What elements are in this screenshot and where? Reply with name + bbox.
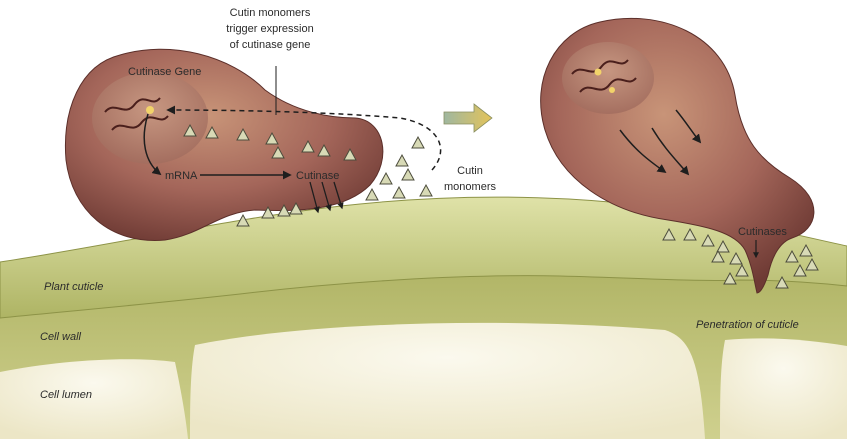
cell-wall-label: Cell wall bbox=[40, 331, 82, 343]
trigger-label-line1: Cutin monomers bbox=[230, 7, 311, 19]
spore-right-nucleus bbox=[562, 42, 654, 114]
cutin-monomers-label-line1: Cutin bbox=[457, 165, 483, 177]
cutinase-gene-spot bbox=[146, 106, 154, 114]
cutinase-label: Cutinase bbox=[296, 170, 339, 182]
plant-cuticle-label: Plant cuticle bbox=[44, 281, 103, 293]
cutinase-gene-label: Cutinase Gene bbox=[128, 66, 201, 78]
mrna-label: mRNA bbox=[165, 170, 198, 182]
cell-lumen-label: Cell lumen bbox=[40, 389, 92, 401]
cutinases-label: Cutinases bbox=[738, 226, 787, 238]
trigger-label-line3: of cutinase gene bbox=[230, 39, 311, 51]
cell-lumen-middle bbox=[190, 323, 705, 439]
progression-arrow bbox=[444, 104, 492, 132]
trigger-label-line2: trigger expression bbox=[226, 23, 313, 35]
cell-lumen-left bbox=[0, 359, 188, 439]
gene-spot-right-1 bbox=[595, 69, 602, 76]
cell-lumen-right bbox=[720, 338, 847, 439]
cutin-monomers-label-line2: monomers bbox=[444, 181, 496, 193]
penetration-label: Penetration of cuticle bbox=[696, 319, 799, 331]
gene-spot-right-2 bbox=[609, 87, 615, 93]
